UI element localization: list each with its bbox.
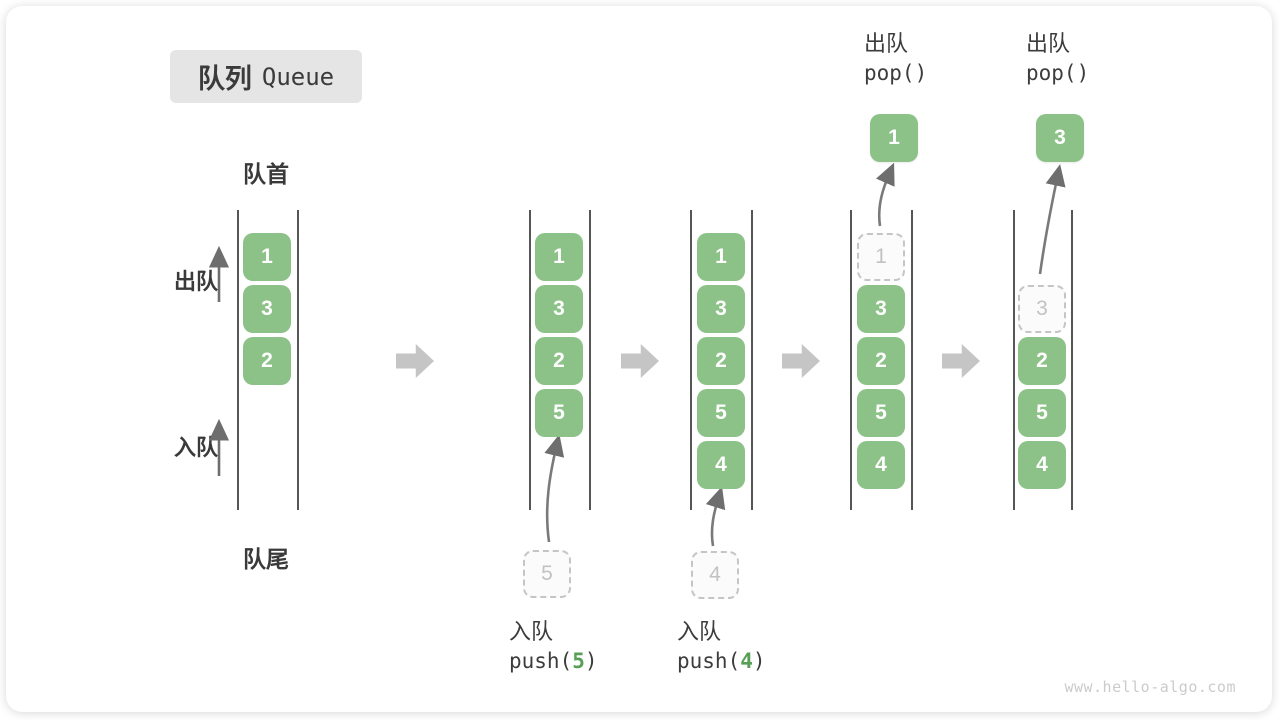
enqueue-caption-code: push(5) bbox=[509, 646, 679, 676]
title-en: Queue bbox=[261, 62, 335, 91]
queue-rail-right bbox=[751, 210, 753, 510]
queue-cell: 3 bbox=[243, 285, 291, 333]
enqueue-caption: 入队 push(4) bbox=[677, 618, 847, 676]
queue-cell: 2 bbox=[857, 337, 905, 385]
code-close: ) bbox=[752, 649, 766, 673]
queue-cell: 3 bbox=[697, 285, 745, 333]
incoming-ghost-cell: 4 bbox=[691, 551, 739, 599]
queue-rail-left bbox=[237, 210, 239, 510]
dequeue-header-code: pop() bbox=[1026, 61, 1090, 85]
title-badge: 队列 Queue bbox=[170, 50, 362, 103]
queue-cell: 3 bbox=[857, 285, 905, 333]
queue-cell: 1 bbox=[535, 233, 583, 281]
code-arg: 4 bbox=[740, 649, 753, 673]
queue-cell: 1 bbox=[697, 233, 745, 281]
queue-rail-left bbox=[1013, 210, 1015, 510]
label-queue-rear: 队尾 bbox=[243, 546, 289, 572]
dequeue-header-code: pop() bbox=[864, 61, 928, 85]
dequeued-ghost-cell: 3 bbox=[1018, 285, 1066, 333]
queue-rail-right bbox=[589, 210, 591, 510]
enqueue-caption-action: 入队 bbox=[677, 619, 722, 644]
dequeue-header: 出队 pop() bbox=[864, 30, 1014, 88]
queue-rail-right bbox=[1071, 210, 1073, 510]
label-dequeue-side: 出队 bbox=[174, 269, 219, 294]
dequeue-header: 出队 pop() bbox=[1026, 30, 1176, 88]
queue-rail-left bbox=[690, 210, 692, 510]
queue-rail-right bbox=[297, 210, 299, 510]
queue-cell: 4 bbox=[697, 441, 745, 489]
code-fn: push( bbox=[509, 649, 573, 673]
label-queue-front: 队首 bbox=[243, 161, 289, 187]
code-close: ) bbox=[584, 649, 598, 673]
queue-cell: 2 bbox=[697, 337, 745, 385]
queue-rail-left bbox=[850, 210, 852, 510]
queue-cell: 5 bbox=[697, 389, 745, 437]
queue-cell: 1 bbox=[243, 233, 291, 281]
label-enqueue-side: 入队 bbox=[174, 435, 219, 460]
dequeue-header-action: 出队 bbox=[864, 31, 909, 56]
code-fn: push( bbox=[677, 649, 741, 673]
popped-cell: 3 bbox=[1036, 114, 1084, 162]
queue-cell: 2 bbox=[1018, 337, 1066, 385]
queue-cell: 5 bbox=[1018, 389, 1066, 437]
dequeued-ghost-cell: 1 bbox=[857, 233, 905, 281]
watermark: www.hello-algo.com bbox=[1064, 678, 1236, 696]
queue-cell: 5 bbox=[857, 389, 905, 437]
queue-cell: 4 bbox=[857, 441, 905, 489]
popped-cell: 1 bbox=[870, 114, 918, 162]
queue-cell: 5 bbox=[535, 389, 583, 437]
queue-cell: 2 bbox=[243, 337, 291, 385]
incoming-ghost-cell: 5 bbox=[523, 550, 571, 598]
enqueue-caption-action: 入队 bbox=[509, 619, 554, 644]
dequeue-header-action: 出队 bbox=[1026, 31, 1071, 56]
enqueue-caption: 入队 push(5) bbox=[509, 618, 679, 676]
queue-rail-left bbox=[529, 210, 531, 510]
queue-cell: 3 bbox=[535, 285, 583, 333]
queue-cell: 4 bbox=[1018, 441, 1066, 489]
code-arg: 5 bbox=[572, 649, 585, 673]
title-zh: 队列 bbox=[197, 64, 252, 94]
enqueue-caption-code: push(4) bbox=[677, 646, 847, 676]
queue-rail-right bbox=[911, 210, 913, 510]
queue-cell: 2 bbox=[535, 337, 583, 385]
